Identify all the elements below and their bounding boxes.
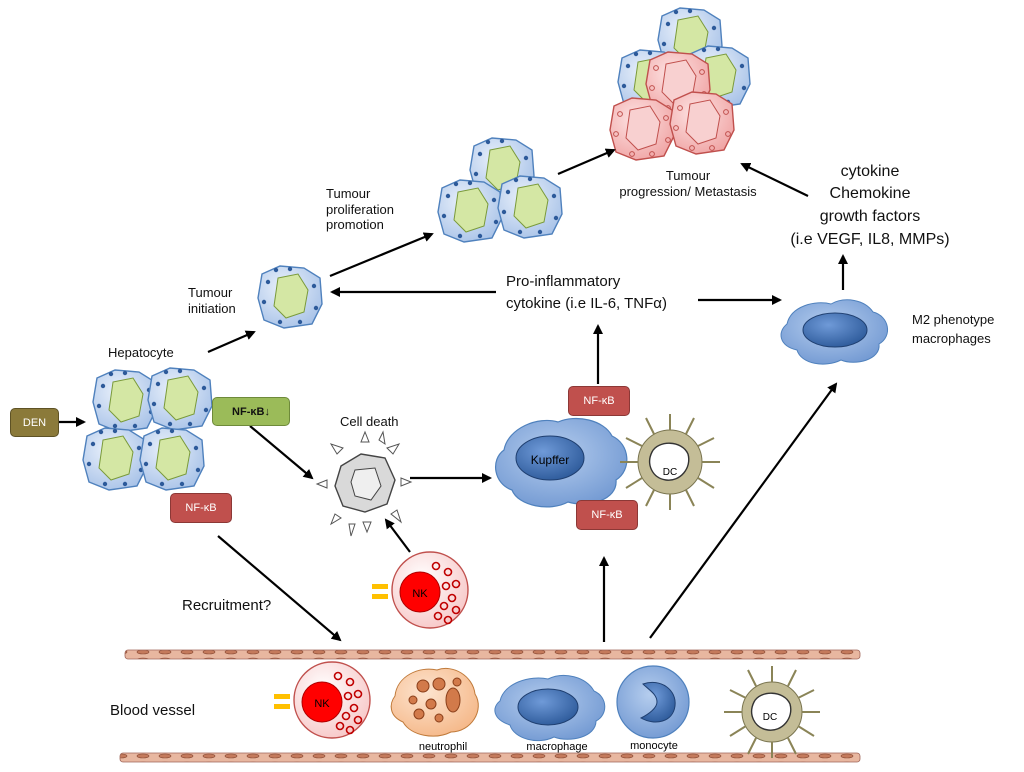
arrow-nfkb-celldeath: [249, 425, 314, 480]
monocyte-cell: [616, 665, 690, 739]
kupffer-label: Kupffer: [531, 453, 569, 467]
neutrophil-label: neutrophil: [419, 741, 467, 753]
pro-inflammatory-label: Pro-inflammatory: [506, 273, 621, 290]
vessel-nk-cell: [274, 661, 371, 739]
nfkb-down-box: NF-κB↓: [212, 397, 290, 426]
hepatocyte-cluster: [82, 367, 213, 491]
dendritic-cell: [620, 414, 720, 510]
nk-label: NK: [412, 588, 428, 600]
growth-factors-label: growth factors: [819, 208, 921, 225]
blood-vessel-bottom-wall: [119, 752, 861, 763]
m2-macrophage: [780, 299, 888, 365]
nfkb-box-kupffer-bottom: NF-κB: [576, 500, 638, 530]
neutrophil-cell: [390, 668, 479, 737]
den-box: DEN: [10, 408, 59, 437]
m2-macrophages-label: macrophages: [912, 331, 991, 346]
blood-vessel-top-wall: [124, 649, 861, 660]
arrow-nfkb-vessel: [217, 535, 342, 642]
cytokine-label: cytokine: [840, 163, 900, 180]
recruitment-label: Recruitment?: [182, 597, 272, 614]
nk-cell: [372, 551, 469, 629]
arrow-hepatocyte-initiation: [207, 330, 256, 354]
tumour-progression-label: Tumour progression/ Metastasis: [619, 168, 757, 199]
nfkb-box-hepatocyte: NF-κB: [170, 493, 232, 523]
vessel-nk-label: NK: [314, 698, 330, 710]
vessel-macrophage: [494, 675, 606, 741]
arrow-proliferation-tumour: [557, 148, 616, 176]
arrows: [58, 148, 848, 642]
dead-cell: [315, 430, 413, 537]
pro-inflammatory-cytokine-label: cytokine (i.e IL-6, TNFα): [506, 295, 667, 312]
m2-phenotype-label: M2 phenotype: [912, 312, 995, 327]
proliferation-cluster: [437, 137, 563, 243]
tumour-cluster: [609, 7, 751, 161]
tumour-initiation-label: Tumour initiation: [188, 285, 236, 316]
vessel-dc-label: DC: [763, 712, 777, 723]
chemokine-label: Chemokine: [829, 185, 911, 202]
arrow-nk-celldeath: [384, 518, 411, 553]
hepatocyte-label: Hepatocyte: [108, 345, 174, 360]
cell-death-label: Cell death: [340, 414, 399, 429]
macrophage-label: macrophage: [526, 741, 587, 753]
arrow-initiation-proliferation: [329, 232, 434, 278]
vessel-dendritic-cell: [724, 666, 820, 758]
initiated-cell: [257, 265, 323, 329]
growth-factor-examples: (i.e VEGF, IL8, MMPs): [790, 231, 950, 248]
arrow-vessel-m2: [649, 382, 838, 639]
nfkb-box-kupffer-top: NF-κB: [568, 386, 630, 416]
dc-label: DC: [663, 467, 677, 478]
tumour-proliferation-label: Tumour proliferation promotion: [326, 186, 394, 233]
arrow-growth-tumour: [740, 162, 809, 197]
kupffer-cell: [495, 417, 628, 508]
blood-vessel-label: Blood vessel: [110, 702, 196, 719]
monocyte-label: monocyte: [630, 740, 678, 752]
